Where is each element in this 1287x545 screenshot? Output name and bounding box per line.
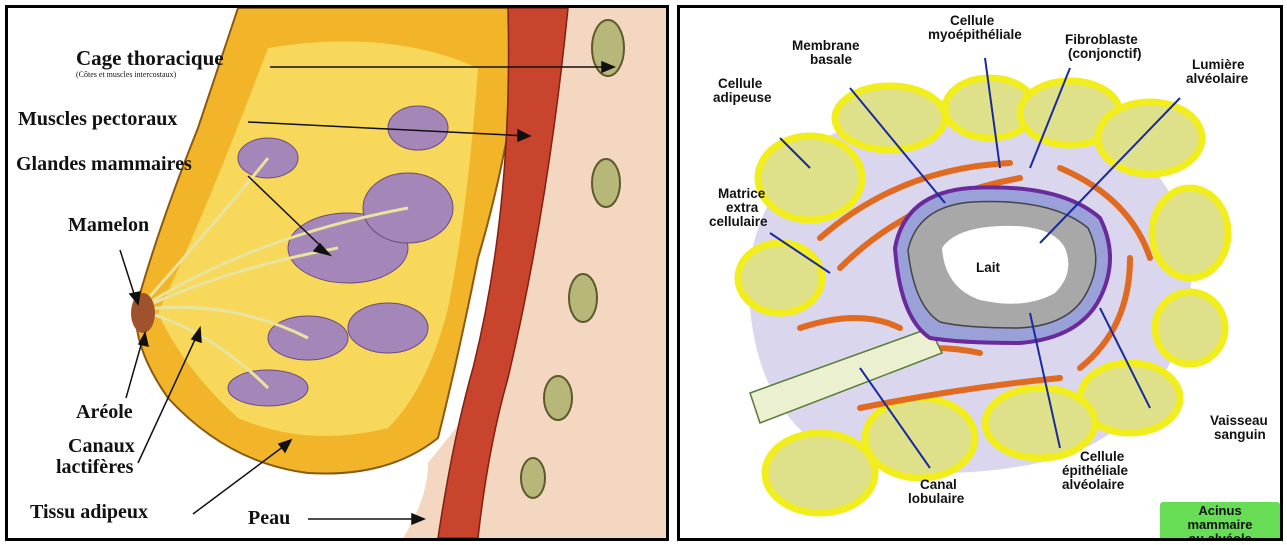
label-cage-thoracique-sub: (Côtes et muscles intercostaux): [76, 70, 176, 79]
label-membrane-basale-2: basale: [810, 52, 852, 67]
label-cage-thoracique: Cage thoracique: [76, 46, 224, 71]
label-glandes-mammaires: Glandes mammaires: [16, 153, 192, 176]
label-myoepithelial-2: myoépithéliale: [928, 27, 1022, 42]
acinus-badge-line-2: ou alvéole: [1166, 532, 1274, 541]
label-canaux: Canaux: [68, 435, 135, 458]
label-lactiferes: lactifères: [56, 456, 133, 479]
label-lumiere-1: Lumière: [1192, 57, 1245, 72]
label-fibroblaste-2: (conjonctif): [1068, 46, 1142, 61]
label-peau: Peau: [248, 507, 290, 530]
label-vaisseau-1: Vaisseau: [1210, 413, 1268, 428]
acinus-diagram-panel: Cellule myoépithéliale Membrane basale F…: [677, 5, 1283, 541]
label-matrice-1: Matrice: [718, 186, 765, 201]
label-myoepithelial-1: Cellule: [950, 13, 994, 28]
acinus-badge-line-1: Acinus mammaire: [1166, 504, 1274, 532]
acinus-badge: Acinus mammaire ou alvéole: [1160, 502, 1280, 541]
label-mamelon: Mamelon: [68, 214, 149, 237]
label-areole: Aréole: [76, 401, 133, 424]
label-adipeuse-1: Cellule: [718, 76, 762, 91]
breast-anatomy-panel: Cage thoracique (Côtes et muscles interc…: [5, 5, 669, 541]
label-muscles-pectoraux: Muscles pectoraux: [18, 108, 177, 131]
label-membrane-basale-1: Membrane: [792, 38, 860, 53]
label-matrice-3: cellulaire: [709, 214, 768, 229]
label-lumiere-2: alvéolaire: [1186, 71, 1248, 86]
label-canal-1: Canal: [920, 477, 957, 492]
label-vaisseau-2: sanguin: [1214, 427, 1266, 442]
label-tissu-adipeux: Tissu adipeux: [30, 501, 148, 524]
label-matrice-2: extra: [726, 200, 758, 215]
label-epith-2: épithéliale: [1062, 463, 1128, 478]
label-fibroblaste-1: Fibroblaste: [1065, 32, 1138, 47]
label-adipeuse-2: adipeuse: [713, 90, 772, 105]
label-canal-2: lobulaire: [908, 491, 964, 506]
label-lait: Lait: [976, 260, 1000, 275]
label-epith-3: alvéolaire: [1062, 477, 1124, 492]
label-epith-1: Cellule: [1080, 449, 1124, 464]
